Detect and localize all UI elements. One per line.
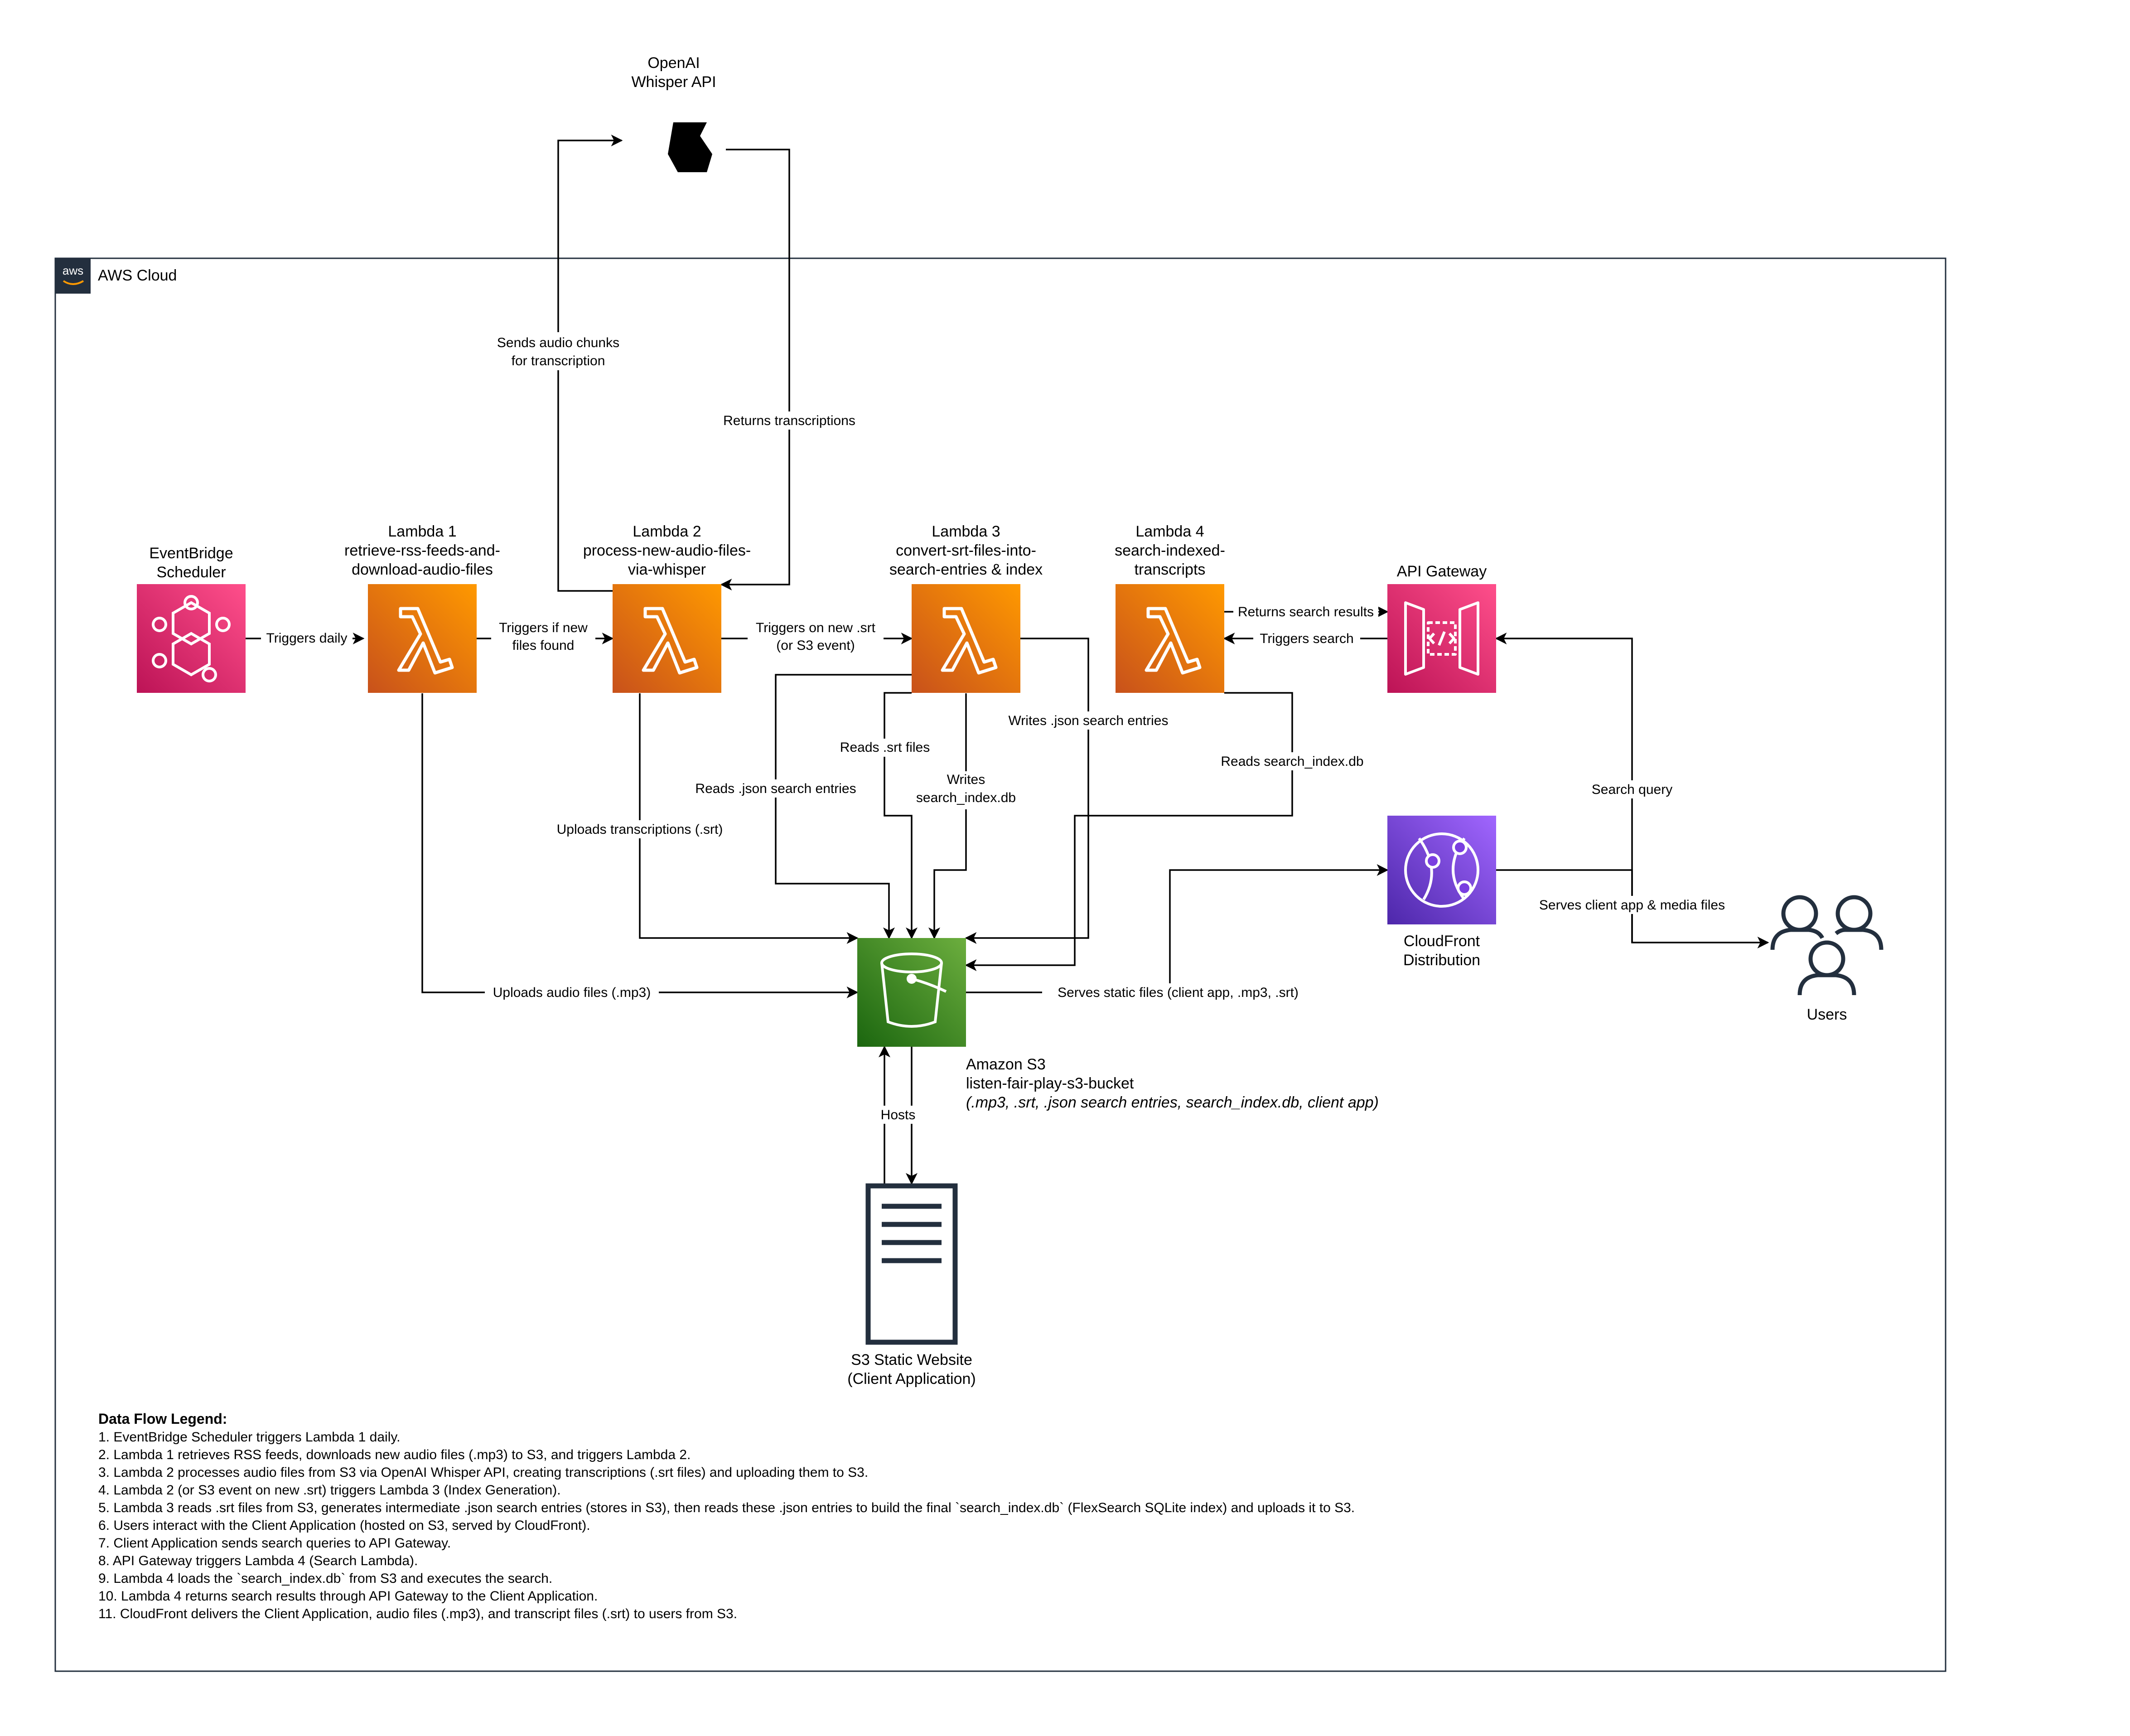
lambda4-label-3: transcripts xyxy=(1135,561,1206,578)
legend-item: 4. Lambda 2 (or S3 event on new .srt) tr… xyxy=(98,1483,561,1498)
label-triggers-on-srt-1: Triggers on new .srt xyxy=(756,620,876,635)
label-uploads-transcriptions: Uploads transcriptions (.srt) xyxy=(557,822,723,837)
lambda1-node: Lambda 1 retrieve-rss-feeds-and- downloa… xyxy=(344,523,500,693)
legend-item: 7. Client Application sends search queri… xyxy=(98,1536,451,1551)
website-label-2: (Client Application) xyxy=(847,1370,976,1388)
lambda4-label-1: Lambda 4 xyxy=(1135,523,1204,540)
eventbridge-node: EventBridge Scheduler xyxy=(137,545,246,693)
aws-cloud-group: aws AWS Cloud xyxy=(54,257,1946,1672)
s3-label-3: (.mp3, .srt, .json search entries, searc… xyxy=(966,1094,1379,1111)
lambda1-label-2: retrieve-rss-feeds-and- xyxy=(344,542,500,559)
edge-returns-transcriptions xyxy=(720,149,790,590)
label-triggers-if-new-2: files found xyxy=(512,638,575,653)
label-serves-client: Serves client app & media files xyxy=(1539,898,1725,913)
lambda3-node: Lambda 3 convert-srt-files-into- search-… xyxy=(889,523,1043,693)
lambda3-label-1: Lambda 3 xyxy=(932,523,1000,540)
label-serves-static: Serves static files (client app, .mp3, .… xyxy=(1058,985,1299,1000)
aws-logo-icon xyxy=(55,258,91,294)
cloudfront-icon xyxy=(1404,832,1479,908)
label-reads-srt: Reads .srt files xyxy=(840,740,930,755)
edge-writes-json xyxy=(965,638,1089,944)
edge-serves-static xyxy=(966,864,1389,993)
edge-reads-srt xyxy=(884,692,918,939)
aws-logo-text: aws xyxy=(63,264,83,277)
website-node: S3 Static Website (Client Application) xyxy=(847,1183,976,1388)
legend-item: 6. Users interact with the Client Applic… xyxy=(98,1518,590,1533)
legend-item: 5. Lambda 3 reads .srt files from S3, ge… xyxy=(98,1500,1355,1515)
website-label-1: S3 Static Website xyxy=(851,1351,972,1368)
label-returns-search-results: Returns search results xyxy=(1238,604,1374,619)
lambda2-label-1: Lambda 2 xyxy=(633,523,701,540)
edge-writes-index xyxy=(928,693,967,939)
s3-label-1: Amazon S3 xyxy=(966,1056,1046,1073)
eventbridge-label-1: EventBridge xyxy=(149,545,233,562)
server-icon xyxy=(865,1183,958,1345)
legend-item: 11. CloudFront delivers the Client Appli… xyxy=(98,1606,737,1621)
data-flow-legend: Data Flow Legend: 1. EventBridge Schedul… xyxy=(98,1411,1355,1621)
label-hosts: Hosts xyxy=(881,1107,916,1122)
label-search-query: Search query xyxy=(1592,782,1672,797)
api-gateway-node: API Gateway xyxy=(1387,563,1496,693)
s3-node: Amazon S3 listen-fair-play-s3-bucket (.m… xyxy=(857,938,1379,1111)
lambda3-label-3: search-entries & index xyxy=(889,561,1043,578)
label-returns-transcriptions: Returns transcriptions xyxy=(723,413,855,428)
lambda4-label-2: search-indexed- xyxy=(1115,542,1225,559)
legend-item: 3. Lambda 2 processes audio files from S… xyxy=(98,1465,868,1480)
edge-labels: Triggers daily Triggers if new files fou… xyxy=(261,332,1736,1124)
s3-bucket-icon xyxy=(880,953,947,1028)
apigw-label: API Gateway xyxy=(1397,563,1487,580)
openai-logo-icon xyxy=(668,122,712,172)
lambda1-label-3: download-audio-files xyxy=(352,561,493,578)
lambda2-node: Lambda 2 process-new-audio-files- via-wh… xyxy=(583,523,751,693)
lambda2-label-2: process-new-audio-files- xyxy=(583,542,751,559)
lambda1-label-1: Lambda 1 xyxy=(388,523,456,540)
label-writes-index-2: search_index.db xyxy=(916,790,1016,805)
label-writes-json: Writes .json search entries xyxy=(1009,713,1169,728)
label-sends-audio-2: for transcription xyxy=(512,353,605,368)
api-gateway-icon xyxy=(1404,601,1479,676)
aws-cloud-label: AWS Cloud xyxy=(98,267,177,284)
lambda3-label-2: convert-srt-files-into- xyxy=(896,542,1036,559)
cloudfront-node: CloudFront Distribution xyxy=(1387,816,1496,969)
legend-item: 8. API Gateway triggers Lambda 4 (Search… xyxy=(98,1553,418,1568)
edge-reads-index xyxy=(965,692,1293,971)
label-reads-index: Reads search_index.db xyxy=(1221,754,1363,769)
legend-item: 10. Lambda 4 returns search results thro… xyxy=(98,1589,598,1604)
users-icon xyxy=(1770,895,1884,996)
lambda2-label-3: via-whisper xyxy=(628,561,706,578)
edge-uploads-audio xyxy=(421,693,859,998)
openai-label-2: Whisper API xyxy=(631,73,716,91)
label-triggers-search: Triggers search xyxy=(1260,631,1353,646)
s3-label-2: listen-fair-play-s3-bucket xyxy=(966,1075,1134,1092)
edge-reads-json xyxy=(775,674,912,939)
label-uploads-audio: Uploads audio files (.mp3) xyxy=(493,985,651,1000)
openai-label-1: OpenAI xyxy=(647,54,700,72)
label-triggers-on-srt-2: (or S3 event) xyxy=(776,638,855,653)
users-label: Users xyxy=(1807,1006,1847,1023)
edge-search-query xyxy=(1495,633,1633,943)
eventbridge-label-2: Scheduler xyxy=(156,564,226,581)
legend-item: 9. Lambda 4 loads the `search_index.db` … xyxy=(98,1571,552,1586)
label-reads-json: Reads .json search entries xyxy=(695,781,856,796)
label-triggers-if-new-1: Triggers if new xyxy=(499,620,588,635)
openai-node: OpenAI Whisper API xyxy=(631,54,716,172)
label-writes-index-1: Writes xyxy=(947,772,985,787)
legend-item: 2. Lambda 1 retrieves RSS feeds, downloa… xyxy=(98,1447,691,1462)
legend-title: Data Flow Legend: xyxy=(98,1411,227,1427)
label-sends-audio-1: Sends audio chunks xyxy=(497,335,619,350)
lambda4-node: Lambda 4 search-indexed- transcripts xyxy=(1115,523,1225,693)
legend-item: 1. EventBridge Scheduler triggers Lambda… xyxy=(98,1430,401,1445)
cloudfront-label-1: CloudFront xyxy=(1404,933,1480,950)
edge-uploads-transcriptions xyxy=(639,693,859,944)
cloudfront-label-2: Distribution xyxy=(1403,952,1480,969)
eventbridge-scheduler-icon xyxy=(152,595,231,682)
users-node: Users xyxy=(1770,895,1884,1023)
label-triggers-daily: Triggers daily xyxy=(266,631,348,646)
